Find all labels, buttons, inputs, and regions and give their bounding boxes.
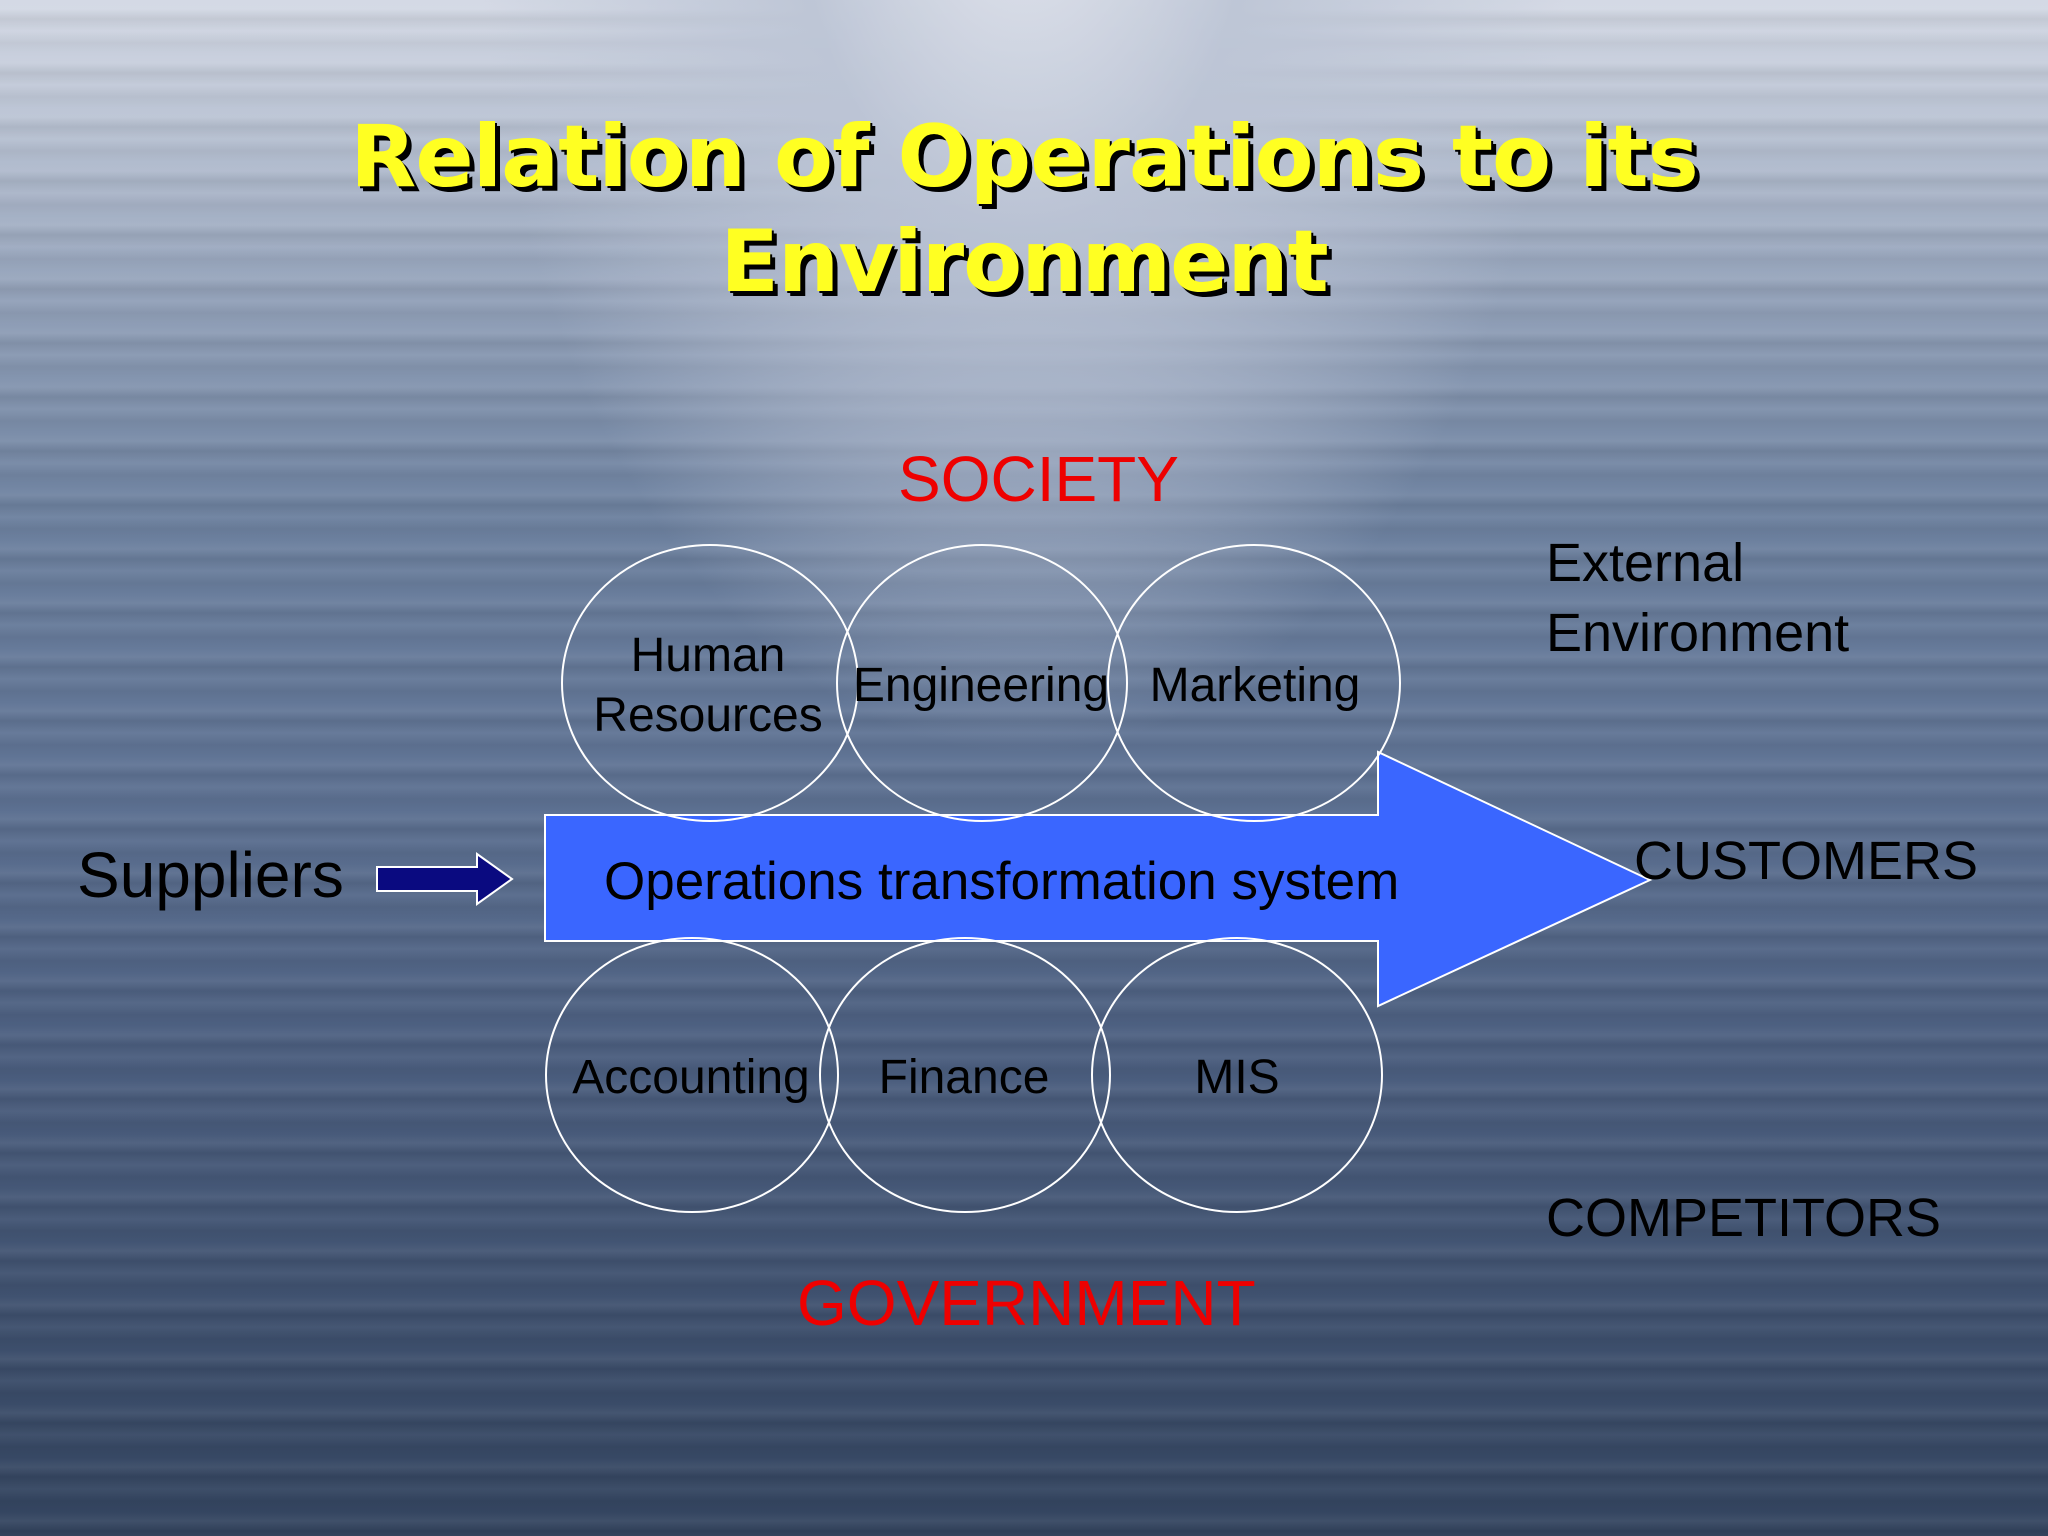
society-label: SOCIETY	[898, 443, 1179, 515]
customers-label: CUSTOMERS	[1634, 831, 1979, 891]
external-line-1: External	[1546, 533, 1745, 593]
circle-human-resources	[561, 544, 859, 822]
function-mis: MIS	[1194, 1051, 1280, 1104]
circle-finance	[819, 937, 1111, 1213]
function-accounting: Accounting	[572, 1051, 810, 1104]
function-human-resources: Human Resources	[593, 626, 822, 746]
government-label: GOVERNMENT	[797, 1267, 1256, 1339]
title-line-1: Relation of Operations to its	[350, 107, 1699, 207]
suppliers-arrow	[376, 852, 514, 906]
function-engineering: Engineering	[852, 659, 1110, 712]
slide-title: Relation of Operations to its Environmen…	[0, 105, 2048, 315]
external-environment-label: External Environment	[1546, 528, 1849, 668]
circle-marketing	[1107, 544, 1401, 822]
circle-engineering	[836, 544, 1128, 822]
operations-label: Operations transformation system	[604, 852, 1400, 911]
title-line-2: Environment	[720, 212, 1329, 312]
circle-mis	[1091, 937, 1383, 1213]
function-finance: Finance	[878, 1051, 1050, 1104]
function-label-line-2: Resources	[593, 689, 823, 742]
suppliers-label: Suppliers	[77, 839, 344, 911]
function-marketing: Marketing	[1149, 659, 1361, 712]
circle-accounting	[545, 937, 839, 1213]
operations-arrow	[544, 750, 1653, 1008]
function-label-line-1: Human	[630, 629, 786, 682]
competitors-label: COMPETITORS	[1546, 1188, 1942, 1248]
external-line-2: Environment	[1546, 603, 1850, 663]
